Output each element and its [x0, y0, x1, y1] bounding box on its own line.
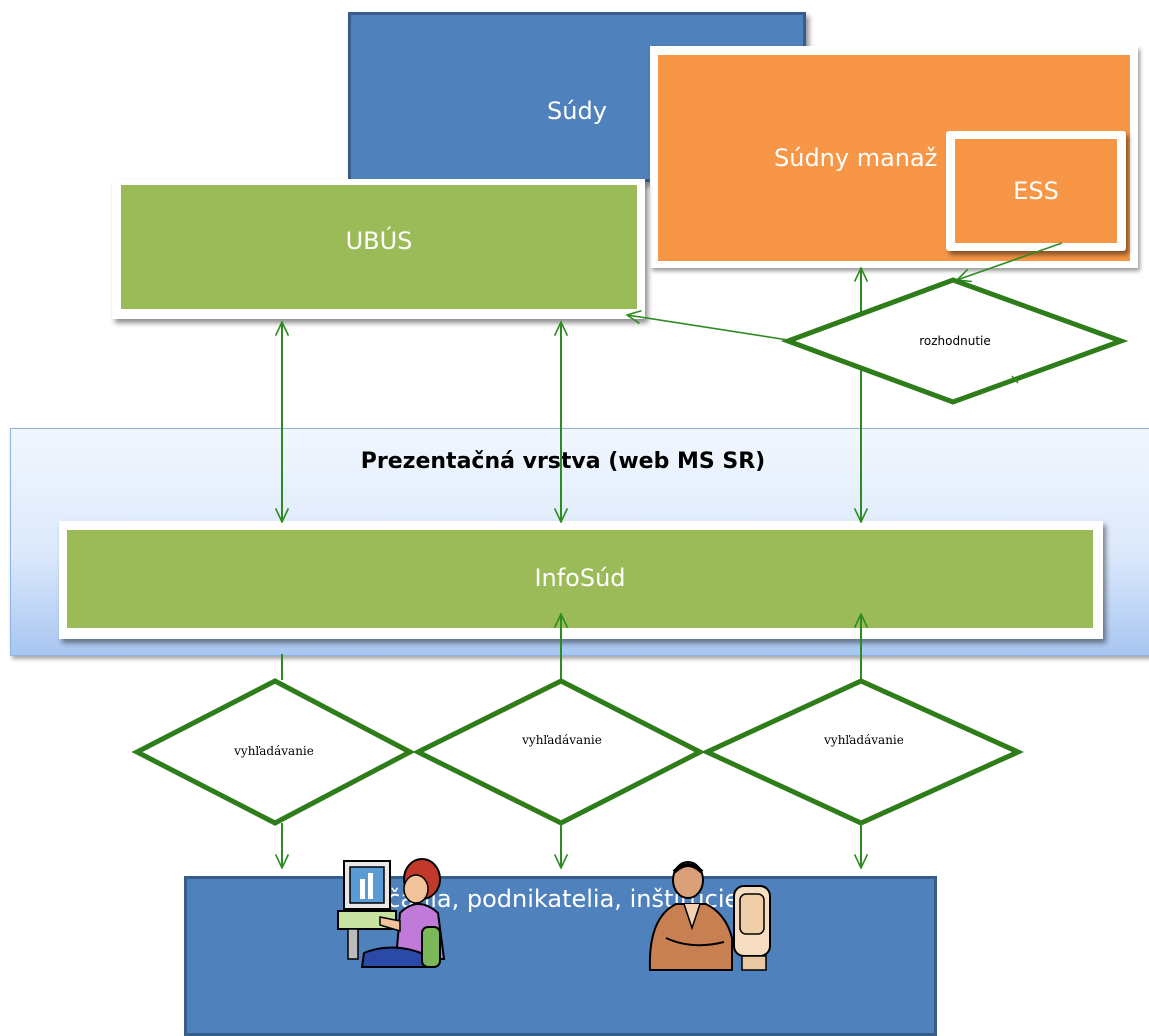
sudy-label: Súdy — [547, 97, 607, 125]
search-right-diamond — [701, 678, 1025, 826]
obcania-box: Občania, podnikatelia, inštitúcie — [184, 876, 937, 1036]
ubus-box: UBÚS — [121, 185, 637, 309]
rozhodnutie-label: rozhodnutie — [919, 334, 991, 348]
connector-ess-rozhodnutie — [957, 242, 1063, 280]
sudny-manazment-label: Súdny manaž — [774, 144, 938, 172]
ess-box: ESS — [955, 139, 1117, 243]
search-middle-diamond — [412, 678, 706, 826]
infosud-box: InfoSúd — [67, 530, 1093, 628]
rozhodnutie-tick — [1011, 375, 1019, 384]
rozhodnutie-diamond — [780, 277, 1129, 405]
man-at-computer-icon — [648, 861, 771, 971]
search-left-diamond — [131, 678, 416, 826]
infosud-label: InfoSúd — [534, 564, 626, 592]
search-middle-label: vyhľadávanie — [521, 733, 602, 747]
ubus-label: UBÚS — [345, 227, 413, 255]
ess-label: ESS — [1013, 177, 1059, 205]
search-right-label: vyhľadávanie — [823, 733, 904, 747]
connector-rozhodnutie-ubus — [627, 315, 789, 341]
woman-at-computer-icon — [337, 858, 446, 968]
search-left-label: vyhľadávanie — [233, 744, 314, 758]
